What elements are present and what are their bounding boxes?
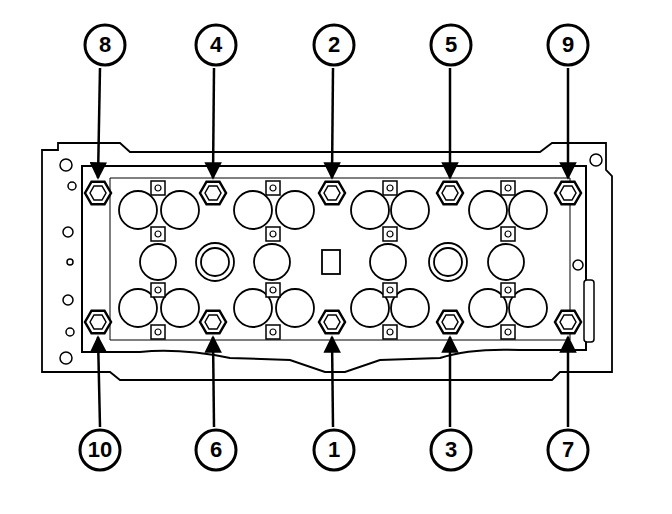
cam-carrier-inner (110, 178, 570, 340)
callout-circle: 1 (312, 428, 356, 472)
callout-circle: 6 (194, 428, 238, 472)
head-outline (42, 143, 612, 380)
callout-circle: 10 (78, 428, 122, 472)
callout-circle: 4 (194, 23, 238, 67)
side-holes (60, 154, 602, 364)
callout-circle: 5 (429, 23, 473, 67)
head-bolts (85, 182, 581, 334)
callout-number: 8 (83, 23, 127, 67)
callout-circle: 7 (546, 428, 590, 472)
callout-number: 6 (194, 428, 238, 472)
callout-number: 10 (78, 428, 122, 472)
callout-number: 9 (546, 23, 590, 67)
callout-circle: 3 (429, 428, 473, 472)
cam-journals (140, 243, 524, 281)
callout-number: 1 (312, 428, 356, 472)
callout-number: 3 (429, 428, 473, 472)
callout-number: 5 (429, 23, 473, 67)
callout-number: 4 (194, 23, 238, 67)
callout-number: 7 (546, 428, 590, 472)
valve-pockets (119, 191, 547, 327)
callout-number: 2 (312, 23, 356, 67)
leader-arrows (98, 68, 568, 427)
lifter-tabs (151, 181, 515, 339)
callout-circle: 8 (83, 23, 127, 67)
callout-circle: 9 (546, 23, 590, 67)
callout-circle: 2 (312, 23, 356, 67)
cam-carrier-wall (82, 166, 586, 372)
